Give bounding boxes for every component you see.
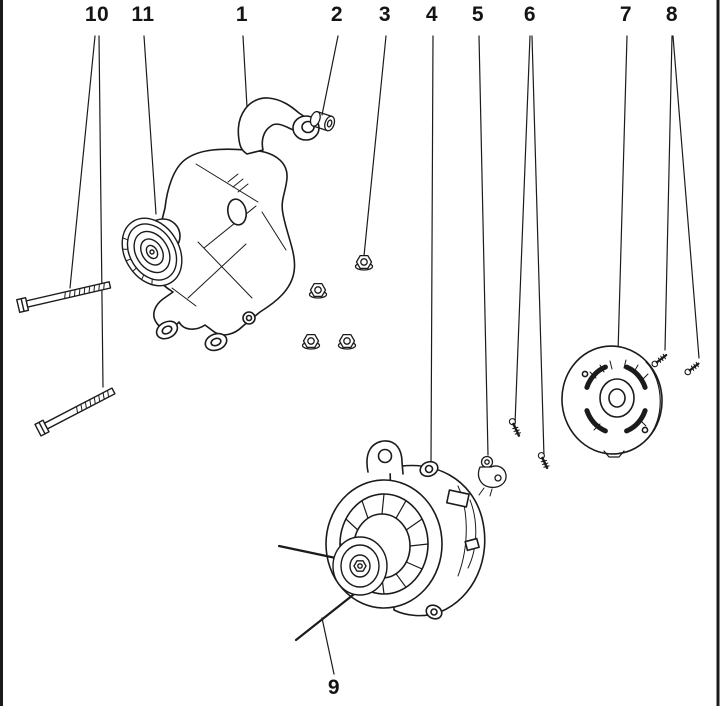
callout-label-8: 8 [665, 3, 679, 26]
rear-cover-illustration [561, 345, 663, 458]
mounting-bracket-illustration [145, 97, 320, 352]
screws-8-illustration [651, 353, 700, 376]
flange-nuts-illustration [301, 254, 374, 350]
callout-label-10: 10 [84, 3, 110, 26]
tensioner-pulley-illustration [121, 217, 183, 287]
callout-label-1: 1 [235, 3, 249, 26]
long-bolt-upper-illustration [16, 281, 112, 314]
callout-label-3: 3 [378, 3, 392, 26]
callout-label-11: 11 [131, 3, 155, 26]
screws-6-illustration [508, 418, 550, 470]
callout-label-5: 5 [471, 3, 485, 26]
callout-label-9: 9 [327, 676, 341, 699]
leader-lines [69, 35, 700, 675]
callout-label-2: 2 [330, 3, 344, 26]
spacer-bushing-illustration [309, 110, 336, 132]
alternator-pulley [332, 536, 388, 596]
callout-label-7: 7 [619, 3, 633, 26]
alternator-illustration [277, 440, 486, 642]
long-bolt-lower-illustration [34, 387, 116, 437]
callout-label-4: 4 [425, 3, 439, 26]
terminal-part-illustration [477, 455, 507, 497]
callout-label-6: 6 [523, 3, 537, 26]
